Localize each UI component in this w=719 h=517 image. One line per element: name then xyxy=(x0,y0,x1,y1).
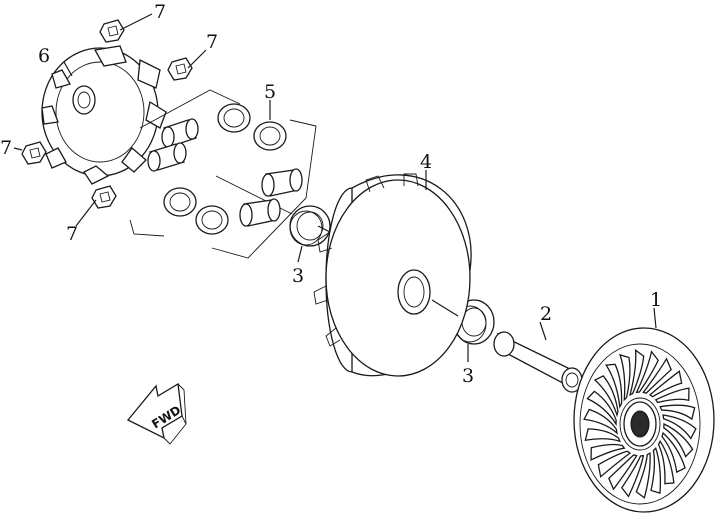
slider-part-7-top xyxy=(99,19,125,43)
fan-blade xyxy=(654,387,690,404)
fan-blade xyxy=(648,370,683,398)
callout-part-7-top: 7 xyxy=(154,1,166,23)
fan-blade xyxy=(629,348,645,397)
fan-blade xyxy=(635,452,651,499)
fan-blade xyxy=(593,375,619,418)
callout-part-7-bottom: 7 xyxy=(66,223,78,245)
slider-part-7-bottom xyxy=(91,185,117,209)
callout-part-7-right: 7 xyxy=(206,31,218,53)
callout-part-3-lower: 3 xyxy=(462,365,474,387)
fan-blade xyxy=(657,440,675,485)
fan-blade xyxy=(583,408,618,435)
fan-blade xyxy=(642,357,672,394)
callout-part-6: 6 xyxy=(38,45,50,67)
fan-blade xyxy=(662,414,697,440)
seal-part-3-upper xyxy=(289,205,331,247)
fan-blade xyxy=(650,446,662,495)
callout-part-4: 4 xyxy=(420,151,432,173)
fan-blade xyxy=(659,404,696,421)
fan-blade xyxy=(586,390,617,427)
rollers-part-5 xyxy=(129,89,317,259)
fwd-direction-arrow: FWD xyxy=(126,382,187,445)
fan-blade xyxy=(663,422,694,458)
slider-part-7-right xyxy=(167,57,193,81)
ramp-plate-part-6 xyxy=(41,45,167,185)
fan-blade xyxy=(661,431,686,474)
slider-part-7-left xyxy=(21,141,47,165)
callout-part-2: 2 xyxy=(540,303,552,325)
callout-part-3-upper: 3 xyxy=(292,265,304,287)
fan-blade xyxy=(604,363,623,409)
callout-part-5: 5 xyxy=(264,81,276,103)
fan-blade xyxy=(590,443,626,461)
fan-blade xyxy=(608,454,638,491)
fan-blade xyxy=(635,350,659,394)
fan-blade xyxy=(597,450,632,478)
movable-drive-face-part-4 xyxy=(313,173,472,377)
fan-blade xyxy=(619,353,631,402)
callout-part-1: 1 xyxy=(650,289,662,311)
collar-part-2 xyxy=(493,331,583,393)
fan-blade xyxy=(621,454,645,498)
fixed-drive-face-part-1 xyxy=(573,327,715,513)
fan-blade xyxy=(584,428,621,443)
callout-part-7-left: 7 xyxy=(0,137,12,159)
